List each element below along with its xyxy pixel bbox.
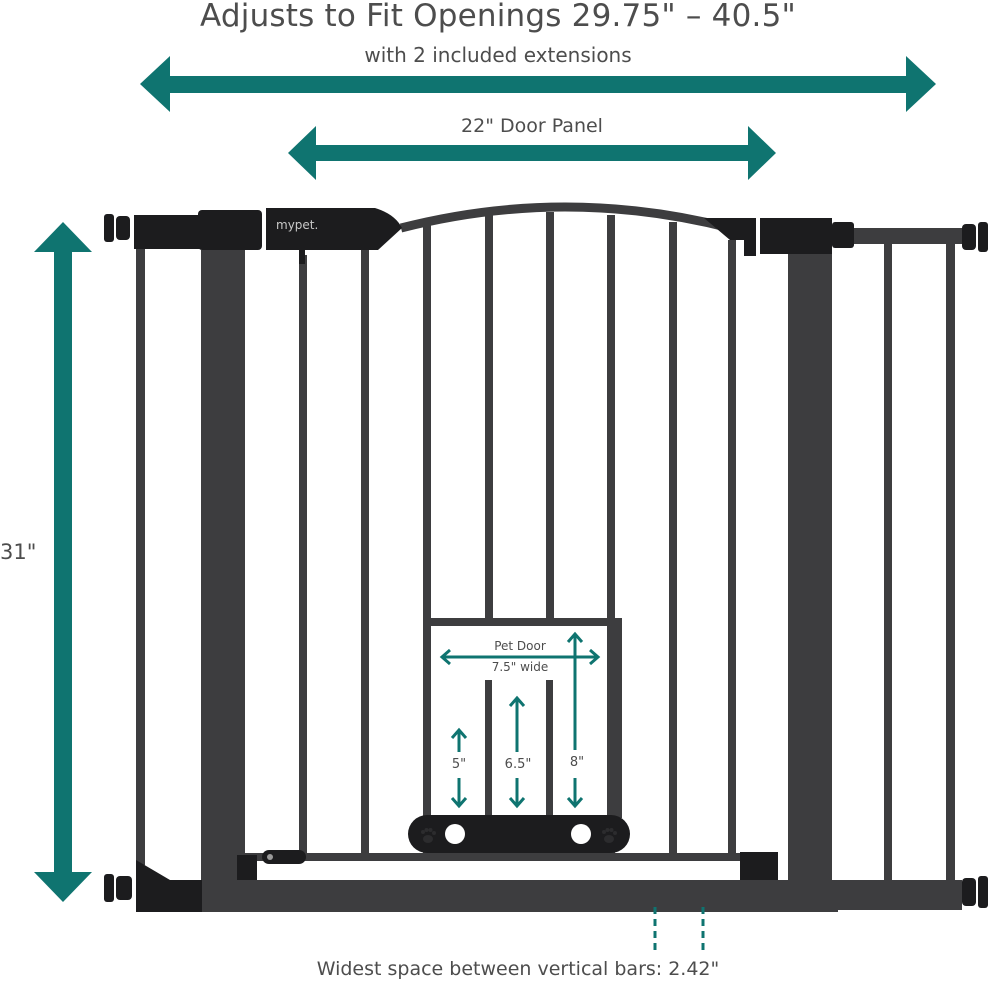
brand-logo: mypet. bbox=[276, 218, 318, 232]
pet-door-height-8: 8" bbox=[569, 755, 585, 770]
pet-door-width-label: 7.5" wide bbox=[491, 660, 549, 674]
height-label: 31" bbox=[0, 540, 37, 564]
top-left-hardware bbox=[198, 208, 402, 264]
bottom-rail bbox=[136, 850, 838, 912]
headline-subtitle: with 2 included extensions bbox=[364, 43, 632, 67]
pet-door-width-arrow bbox=[439, 648, 601, 666]
pet-door-title: Pet Door bbox=[494, 639, 546, 653]
door-arch bbox=[399, 202, 732, 233]
left-extension bbox=[134, 215, 200, 880]
door-bars bbox=[299, 212, 736, 855]
pet-door-height-6-5: 6.5" bbox=[504, 757, 532, 772]
bar-spacing-markers bbox=[653, 907, 705, 950]
door-panel-arrow bbox=[288, 126, 776, 180]
bar-spacing-label: Widest space between vertical bars: 2.42… bbox=[316, 958, 720, 980]
overall-width-arrow bbox=[140, 56, 936, 112]
door-panel-label: 22" Door Panel bbox=[461, 115, 603, 137]
right-post bbox=[788, 250, 832, 880]
pet-door-latch bbox=[408, 815, 630, 853]
pet-door-height-arrows bbox=[450, 631, 584, 809]
pet-door-frame bbox=[423, 618, 622, 820]
hinge-bolt-icon bbox=[262, 850, 306, 864]
height-arrow bbox=[34, 222, 92, 902]
pet-door-height-5: 5" bbox=[451, 757, 467, 772]
top-right-hardware bbox=[704, 218, 854, 256]
left-post bbox=[201, 250, 245, 880]
headline-title: Adjusts to Fit Openings 29.75" – 40.5" bbox=[200, 0, 796, 34]
pressure-knobs bbox=[104, 214, 988, 908]
right-extension bbox=[832, 228, 962, 910]
